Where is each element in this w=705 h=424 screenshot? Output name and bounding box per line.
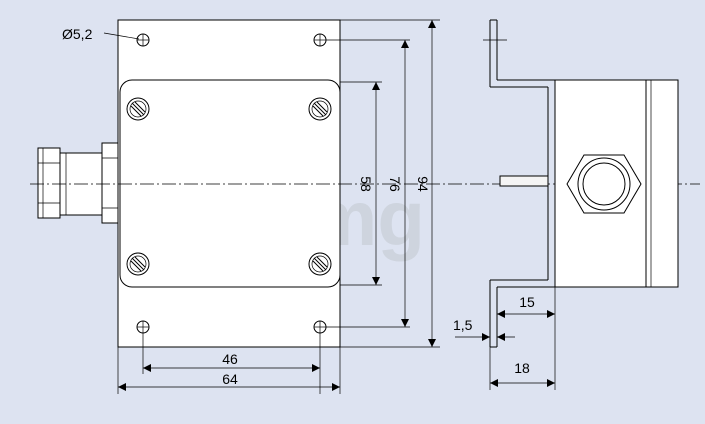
housing-screw-bottom-left — [126, 252, 150, 276]
hole-diameter-label: Ø5,2 — [62, 26, 93, 42]
mounting-hole-top-right — [313, 33, 327, 47]
housing-body — [119, 79, 341, 288]
dim-18: 18 — [514, 360, 530, 376]
dim-1-5: 1,5 — [453, 317, 473, 333]
dim-94: 94 — [415, 176, 431, 192]
mounting-hole-bottom-left — [136, 320, 150, 334]
housing-screw-bottom-right — [308, 252, 332, 276]
dim-64: 64 — [222, 371, 238, 387]
mounting-hole-bottom-right — [313, 320, 327, 334]
dim-15: 15 — [519, 294, 535, 310]
housing-screw-top-left — [126, 97, 150, 121]
mounting-hole-top-left — [136, 33, 150, 47]
front-view: Ø5,2 — [37, 19, 341, 348]
front-view-dimensions: 58 76 94 46 64 — [117, 19, 440, 394]
spacer-slot — [499, 175, 549, 187]
dim-46: 46 — [222, 351, 238, 367]
dim-58: 58 — [358, 176, 374, 192]
housing-screw-top-right — [308, 97, 332, 121]
side-view — [483, 19, 679, 348]
gland-hex-nut — [566, 154, 642, 214]
dim-76: 76 — [387, 176, 403, 192]
cable-gland — [37, 142, 121, 224]
hole-diameter-leader — [103, 32, 140, 40]
side-view-dimensions: 15 1,5 18 — [453, 287, 556, 390]
